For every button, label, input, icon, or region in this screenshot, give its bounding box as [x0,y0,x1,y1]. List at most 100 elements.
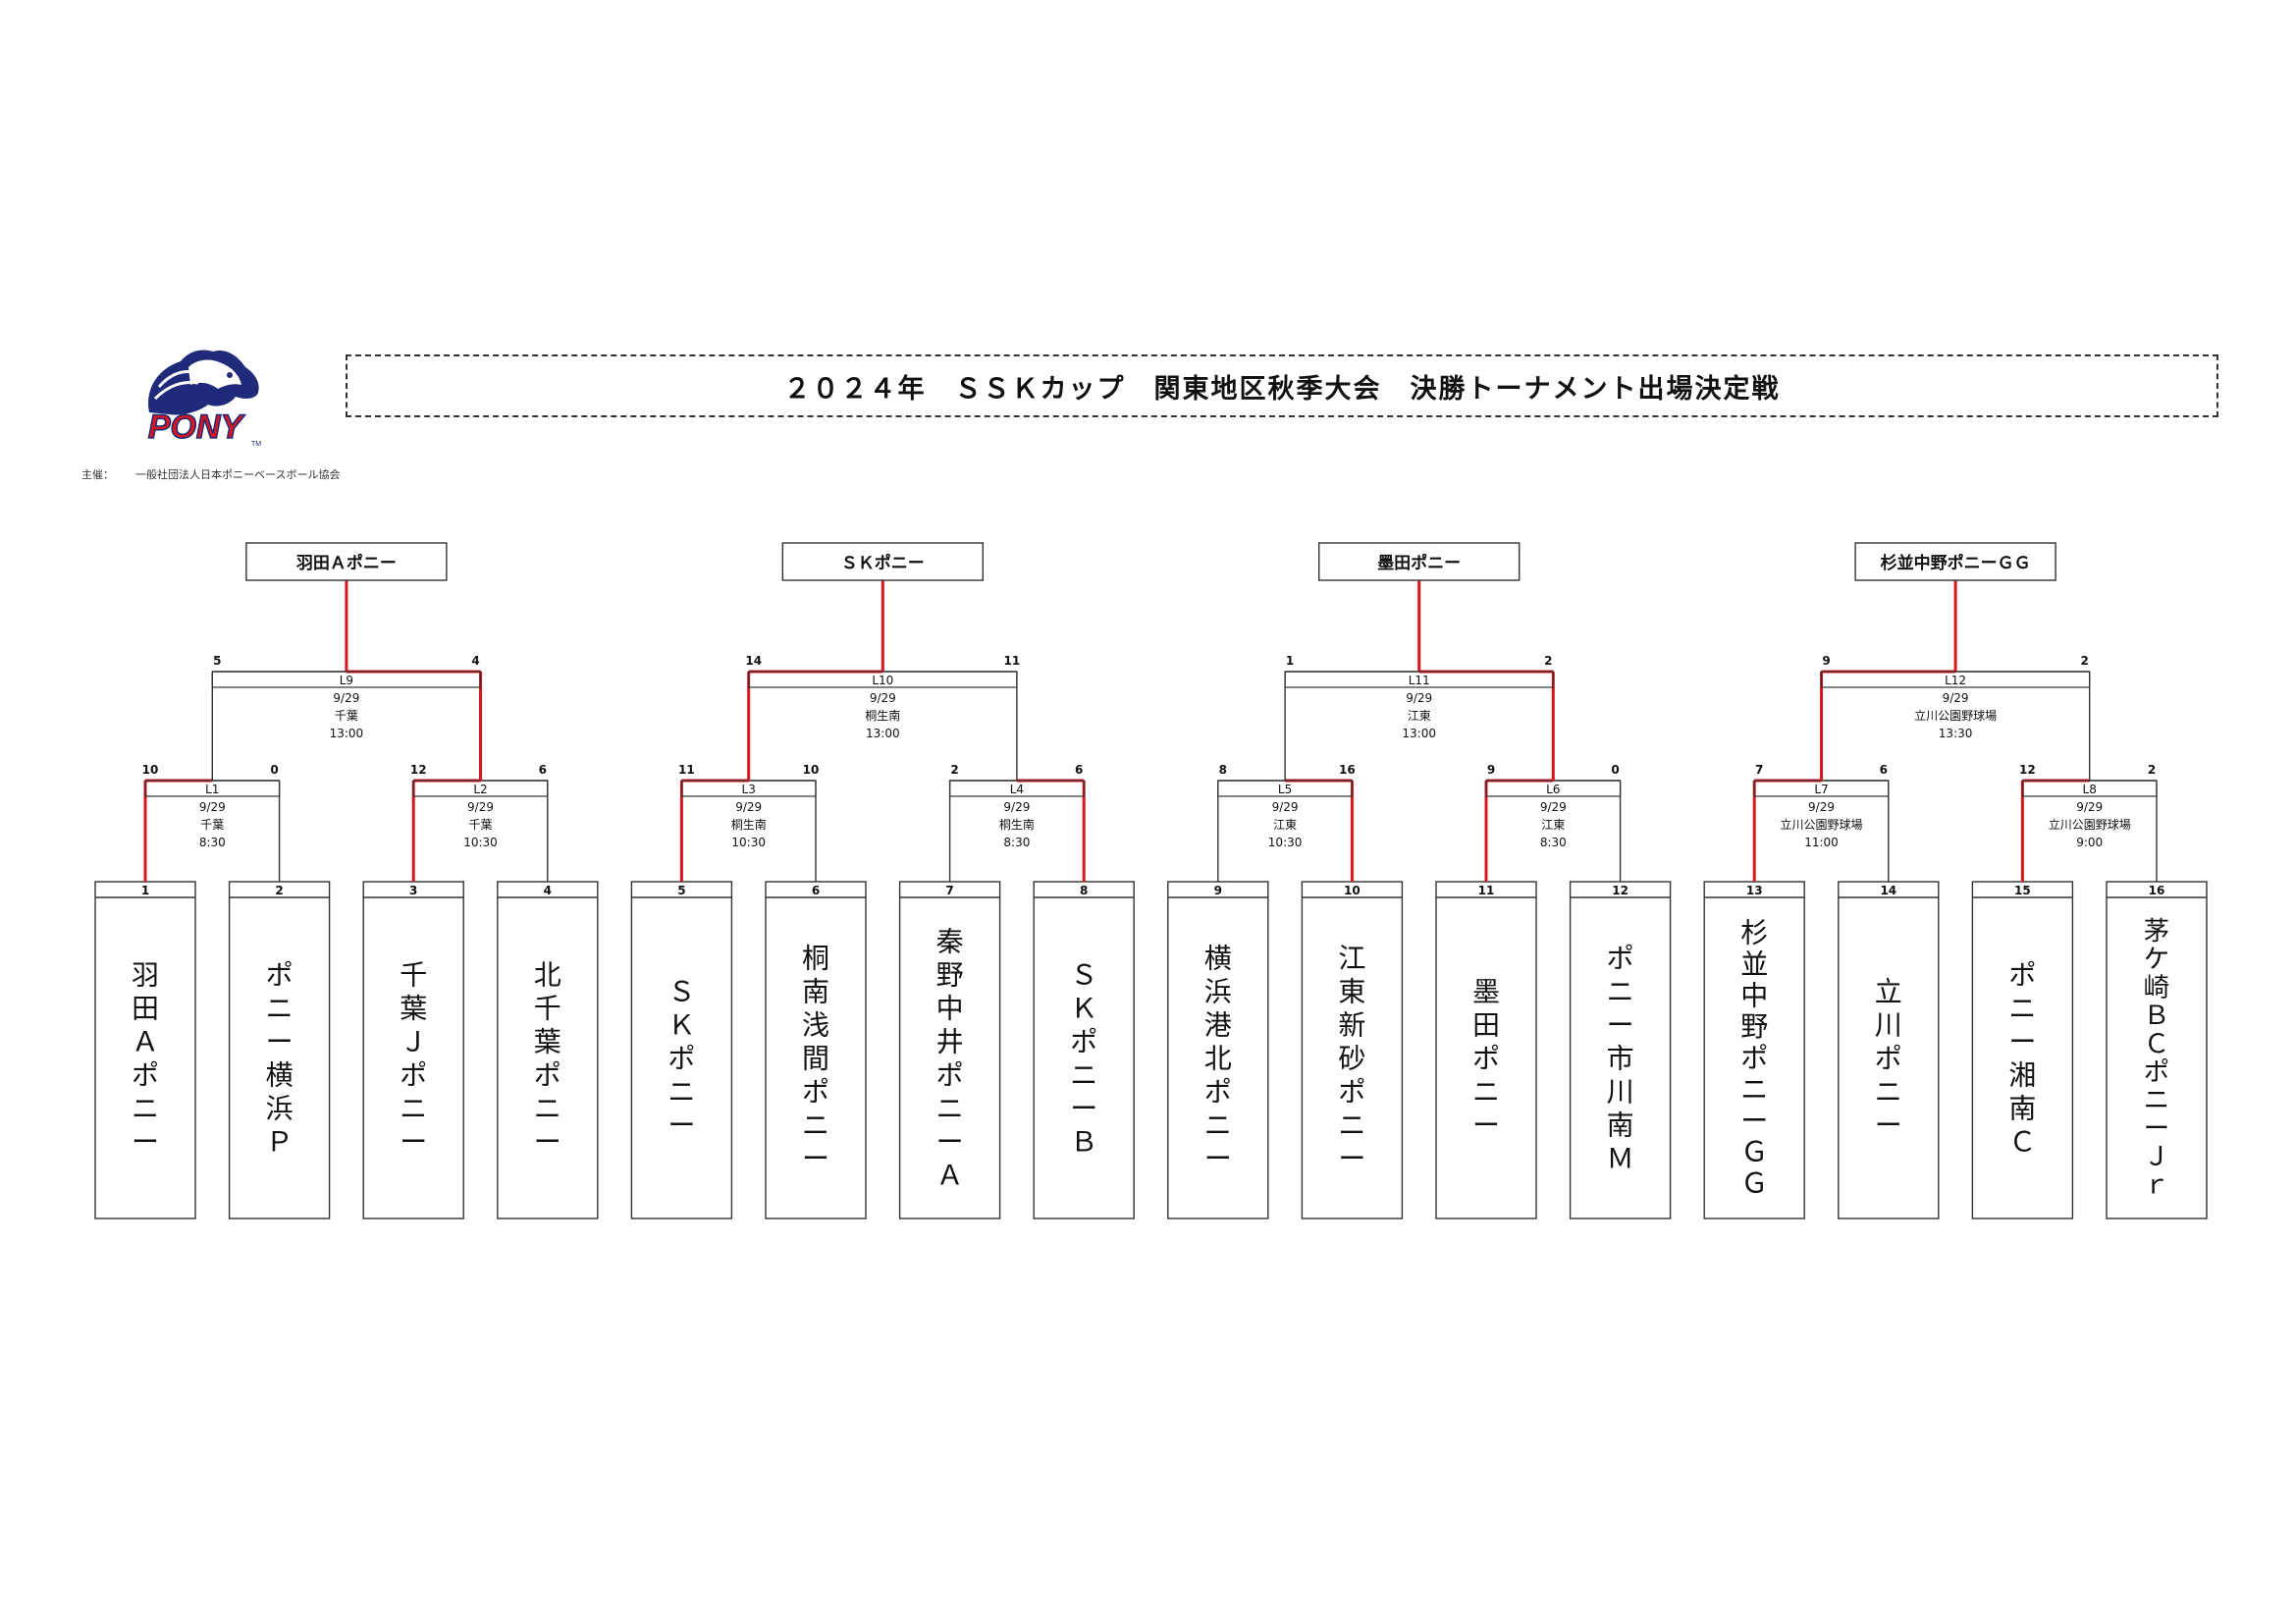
match-date: 9/29 [1406,691,1432,705]
match-id: L12 [1945,674,1966,687]
match-score-right: 2 [2148,763,2156,777]
team-name: ポニー市川南Ｍ [1607,943,1634,1175]
match-score-right: 2 [2081,654,2089,668]
match-time: 13:00 [1402,727,1436,740]
team-box [1838,881,1940,1219]
team-seed: 14 [1880,884,1896,897]
team-seed: 9 [1214,884,1222,897]
match-venue: 桐生南 [999,817,1035,832]
match-id-box [748,671,1018,688]
match-date: 9/29 [199,800,226,814]
team-name: ＳＫポニー [667,976,695,1142]
match-date: 9/29 [467,800,494,814]
team-box [1971,881,2074,1219]
team-seed: 7 [945,884,953,897]
team-name: ポニー湘南Ｃ [2008,959,2036,1159]
match-time: 8:30 [199,836,226,849]
finalist-name: 杉並中野ポニーＧＧ [1881,553,2031,573]
match-venue: 千葉 [468,818,492,832]
match-score-right: 2 [1544,654,1552,668]
match-time: 8:30 [1540,836,1567,849]
team-box [497,881,599,1219]
match-id-box [1284,671,1554,688]
match-id: L4 [1010,783,1024,796]
match-id: L3 [742,783,756,796]
svg-text:PONY: PONY [148,408,246,446]
match-score-left: 2 [950,763,958,777]
team-seed: 16 [2149,884,2165,897]
host-name: 一般社団法人日本ポニーベースボール協会 [135,468,341,481]
team-seed: 12 [1612,884,1629,897]
team-seed: 8 [1080,884,1088,897]
match-time: 13:00 [330,727,364,740]
match-score-right: 6 [1075,763,1083,777]
match-venue: 立川公園野球場 [1780,817,1862,832]
match-score-right: 11 [1004,654,1021,668]
match-id: L5 [1278,783,1292,796]
team-seed: 15 [2014,884,2031,897]
match-score-left: 12 [2019,763,2036,777]
team-seed: 13 [1746,884,1763,897]
match-venue: 千葉 [200,818,224,832]
team-box [898,881,1001,1219]
match-score-left: 9 [1487,763,1495,777]
match-score-left: 7 [1755,763,1763,777]
match-score-right: 16 [1339,763,1356,777]
match-venue: 立川公園野球場 [1914,708,1997,723]
match-score-left: 8 [1219,763,1227,777]
finalist-box [1854,542,2056,581]
match-venue: 千葉 [335,709,358,723]
team-seed: 6 [812,884,820,897]
match-date: 9/29 [735,800,762,814]
match-venue: 江東 [1541,818,1565,832]
match-score-right: 4 [471,654,479,668]
match-time: 8:30 [1003,836,1030,849]
team-box [228,881,331,1219]
match-venue: 江東 [1408,709,1431,723]
team-seed: 10 [1344,884,1361,897]
team-seed: 5 [677,884,685,897]
match-venue: 桐生南 [865,708,900,723]
match-score-right: 0 [1611,763,1619,777]
match-score-right: 10 [803,763,820,777]
match-id: L7 [1814,783,1828,796]
match-date: 9/29 [1003,800,1030,814]
team-name: ポニー横浜Ｐ [266,959,294,1159]
match-time: 10:30 [731,836,766,849]
team-box [1167,881,1269,1219]
svg-text:TM: TM [251,441,261,448]
match-score-left: 11 [678,763,695,777]
pony-logo: PONY TM [147,350,261,448]
match-date: 9/29 [870,691,896,705]
team-seed: 3 [409,884,417,897]
match-id: L11 [1409,674,1430,687]
match-date: 9/29 [1808,800,1835,814]
match-time: 13:00 [866,727,900,740]
host-label: 主催： [81,468,114,481]
match-date: 9/29 [2076,800,2103,814]
team-box [94,881,196,1219]
team-box [362,881,464,1219]
team-box [2106,881,2208,1219]
match-id: L2 [473,783,487,796]
match-score-left: 9 [1822,654,1830,668]
match-venue: 桐生南 [731,817,767,832]
team-name: 墨田ポニー [1472,976,1500,1142]
page-title: ２０２４年 ＳＳＫカップ 関東地区秋季大会 決勝トーナメント出場決定戦 [783,373,1781,405]
team-name: 桐南浅間ポニー [802,943,829,1175]
finalist-box [1317,542,1521,581]
team-name: 千葉Ｊポニー [400,959,427,1159]
match-id: L9 [340,674,353,687]
title-box: ２０２４年 ＳＳＫカップ 関東地区秋季大会 決勝トーナメント出場決定戦 [346,354,2218,417]
team-name: 江東新砂ポニー [1338,943,1365,1175]
team-box [1301,881,1404,1219]
match-venue: 江東 [1273,818,1297,832]
team-name: 北千葉ポニー [534,959,561,1159]
team-box [1435,881,1537,1219]
team-seed: 4 [544,884,552,897]
match-score-left: 5 [213,654,221,668]
team-seed: 2 [275,884,283,897]
team-name: 羽田Ａポニー [132,959,159,1159]
team-name: 立川ポニー [1875,976,1902,1142]
